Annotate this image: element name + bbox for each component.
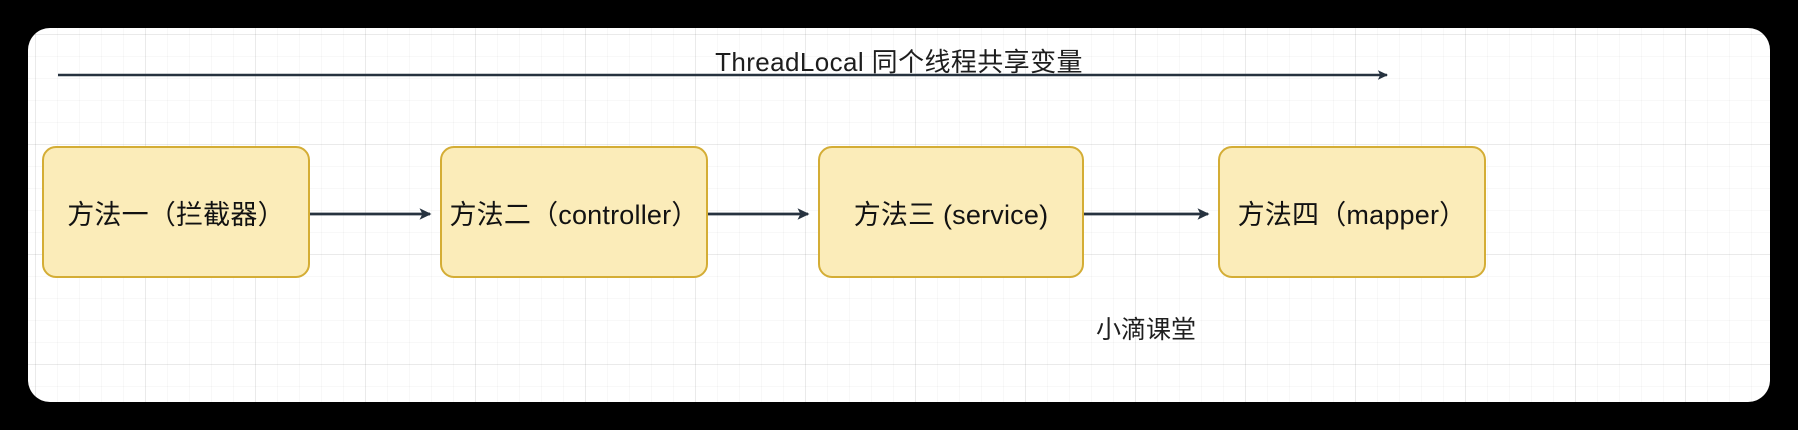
connector-three-to-four (1084, 208, 1210, 220)
node-method-three[interactable]: 方法三 (service) (818, 146, 1084, 278)
node-method-two[interactable]: 方法二（controller） (440, 146, 708, 278)
node-label: 方法四（mapper） (1237, 199, 1467, 230)
diagram-canvas: ThreadLocal 同个线程共享变量 方法一（拦截器） 方法二（contro… (28, 28, 1770, 402)
node-method-four[interactable]: 方法四（mapper） (1218, 146, 1486, 278)
node-method-one[interactable]: 方法一（拦截器） (42, 146, 310, 278)
watermark: 小滴课堂 (1096, 316, 1197, 344)
node-label: 方法二（controller） (449, 199, 699, 230)
threadlocal-scope-arrow (58, 70, 1389, 80)
node-label: 方法三 (service) (853, 199, 1049, 230)
connector-one-to-two (310, 208, 432, 220)
diagram-title: ThreadLocal 同个线程共享变量 (715, 47, 1083, 77)
connector-two-to-three (708, 208, 810, 220)
node-label: 方法一（拦截器） (67, 199, 285, 230)
